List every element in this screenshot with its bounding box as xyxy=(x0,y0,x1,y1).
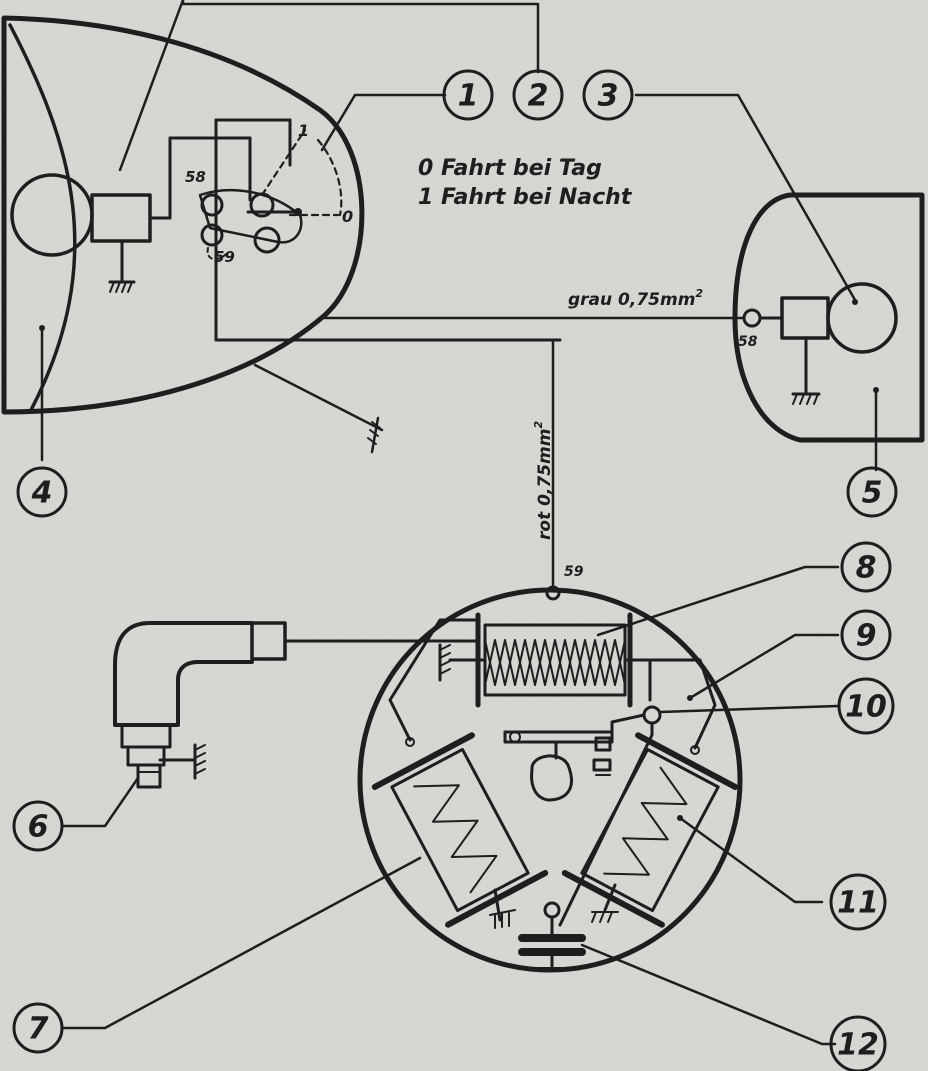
tail-lamp-bulb xyxy=(826,282,898,354)
switch-position-1-line xyxy=(260,128,307,197)
callout-10-line xyxy=(658,704,840,714)
condenser xyxy=(518,901,586,969)
callout-9: 9 xyxy=(840,609,892,661)
callout-10: 10 xyxy=(837,677,895,735)
lighting-coil-left xyxy=(371,618,549,929)
callout-10-label: 10 xyxy=(845,690,887,725)
callout-1-leader xyxy=(118,0,185,172)
callout-9-line xyxy=(688,633,840,700)
callout-12-label: 12 xyxy=(837,1028,879,1063)
headlamp-reflector xyxy=(8,23,77,414)
tail-terminal-58-label: 58 xyxy=(738,334,758,350)
callout-2: 2 xyxy=(512,69,564,121)
callout-4-label: 4 xyxy=(31,476,53,511)
callout-7-circle xyxy=(12,1002,64,1054)
headlamp-housing xyxy=(1,15,365,415)
grey-wire-label: grau 0,75mm2 xyxy=(568,287,703,310)
legend-night: 1 Fahrt bei Nacht xyxy=(418,185,633,210)
callout-11-line xyxy=(678,816,824,904)
switch-position-0-label: 0 xyxy=(342,207,353,226)
legend-day: 0 Fahrt bei Tag xyxy=(418,156,602,181)
contact-breaker xyxy=(503,705,662,927)
magneto xyxy=(283,585,743,973)
callout-2-line xyxy=(181,0,540,74)
switch-position-1-label: 1 xyxy=(298,121,309,140)
callout-5-line xyxy=(60,776,140,828)
callout-1-line xyxy=(320,93,447,152)
callout-6-label: 6 xyxy=(28,810,49,845)
callout-12: 12 xyxy=(829,1015,887,1071)
callout-6-line xyxy=(60,856,422,1030)
callout-11-circle xyxy=(829,873,887,931)
callout-11-label: 11 xyxy=(837,886,879,921)
callout-3-line xyxy=(634,93,857,302)
callout-6-circle xyxy=(12,800,64,852)
switch-contact-59 xyxy=(200,223,224,247)
switch-terminal-58: 58 xyxy=(185,168,206,186)
switch-terminal-59: 59 xyxy=(214,248,235,266)
callout-6: 6 xyxy=(12,800,64,852)
callout-7: 7 xyxy=(12,1002,64,1054)
callout-5-label: 5 xyxy=(862,476,883,511)
housing-ground xyxy=(253,363,384,454)
spark-plug-connector xyxy=(60,621,287,828)
callout-3-circle xyxy=(582,69,634,121)
callout-1: 1 xyxy=(442,69,494,121)
callout-5: 5 xyxy=(846,466,898,518)
callout-12-circle xyxy=(829,1015,887,1071)
lighting-coil-right xyxy=(561,658,739,928)
tail-lamp-housing xyxy=(732,192,925,443)
switch-frame-wire xyxy=(214,118,562,342)
cam xyxy=(530,754,573,802)
callout-8: 8 xyxy=(840,541,892,593)
callout-1-circle xyxy=(442,69,494,121)
callout-8-label: 8 xyxy=(856,551,877,586)
magneto-housing xyxy=(357,587,743,973)
callout-5-circle xyxy=(846,466,898,518)
light-switch: 58 59 1 0 xyxy=(185,93,562,342)
callout-8-line xyxy=(596,565,840,637)
callout-9-circle xyxy=(840,609,892,661)
callout-1-label: 1 xyxy=(458,79,479,114)
headlamp xyxy=(1,0,365,462)
magneto-terminal-59-label: 59 xyxy=(564,564,584,580)
callout-9-label: 9 xyxy=(856,619,877,654)
callout-4-circle xyxy=(16,466,68,518)
callout-7-label: 7 xyxy=(28,1012,49,1047)
callout-10-circle xyxy=(837,677,895,735)
callout-2-circle xyxy=(512,69,564,121)
callout-3: 3 xyxy=(582,69,634,121)
plug-cap xyxy=(113,621,254,727)
callout-3-label: 3 xyxy=(598,79,619,114)
red-wire-label: rot 0,75mm2 xyxy=(532,421,555,540)
callout-11: 11 xyxy=(829,873,887,931)
callout-4: 4 xyxy=(16,466,68,518)
ignition-coil xyxy=(438,612,652,708)
switch-contact-58 xyxy=(200,193,224,217)
callout-8-circle xyxy=(840,541,892,593)
callout-2-label: 2 xyxy=(528,79,549,114)
tail-lamp: 58 xyxy=(634,93,925,472)
